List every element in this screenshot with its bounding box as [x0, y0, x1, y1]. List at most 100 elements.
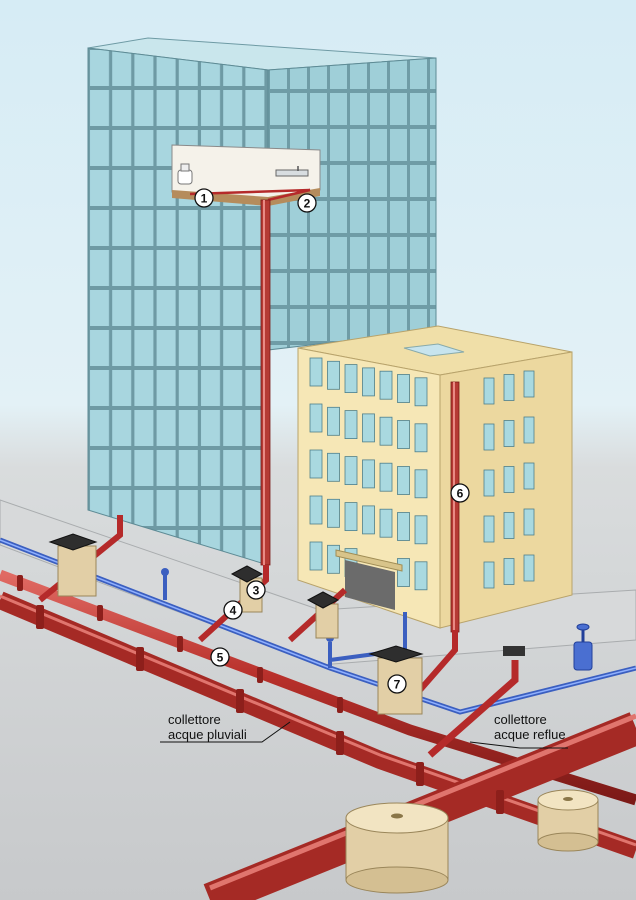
window [414, 561, 428, 591]
storm-collector-label: collettore acque pluviali [168, 712, 247, 742]
street-drain-connection [427, 660, 519, 758]
window [483, 515, 495, 543]
window [397, 512, 410, 541]
waste-collector-label-line1: collettore [494, 712, 547, 727]
waste-label-leader [469, 741, 568, 749]
storm-collector-label-line1: collettore [168, 712, 221, 727]
window [327, 406, 340, 436]
window [327, 498, 340, 528]
beige-building [297, 325, 573, 633]
waste-collector-label-line2: acque reflue [494, 727, 566, 742]
window [344, 410, 358, 440]
building-entrance [345, 560, 395, 610]
window [523, 462, 535, 490]
window [309, 541, 323, 571]
storm-pipe-joint [337, 697, 343, 713]
window [503, 512, 515, 539]
window [523, 554, 535, 582]
window [523, 416, 535, 444]
callout-3: 3 [246, 580, 266, 600]
waste-collector-label: collettore acque reflue [494, 712, 566, 742]
window [327, 452, 340, 482]
window [309, 357, 323, 387]
window [483, 469, 495, 497]
callout-number: 7 [394, 678, 401, 692]
toilet-icon [177, 169, 193, 185]
storm-collector-label-line2: acque pluviali [168, 727, 247, 742]
street-drain-grate [503, 646, 525, 656]
window [414, 423, 428, 453]
callout-2: 2 [297, 193, 317, 213]
window [344, 364, 358, 394]
window [483, 377, 495, 405]
window [362, 367, 375, 397]
waste-pipe-joint [136, 647, 144, 671]
window [414, 515, 428, 545]
callout-number: 3 [253, 584, 260, 598]
callout-1: 1 [194, 188, 214, 208]
callout-number: 4 [230, 604, 237, 618]
callout-5: 5 [210, 647, 230, 667]
hydrant-valve-1 [161, 568, 169, 576]
callout-number: 1 [201, 192, 208, 206]
main-valve-icon [573, 623, 593, 671]
callout-7: 7 [387, 674, 407, 694]
window [379, 416, 393, 446]
window [503, 466, 515, 493]
window [397, 420, 410, 449]
glass-tower [87, 37, 437, 566]
window [483, 423, 495, 451]
sink-icon [275, 169, 309, 177]
window [327, 360, 340, 390]
window [397, 374, 410, 403]
window [397, 558, 410, 587]
rain-downpipe-connection [417, 630, 458, 692]
window [309, 495, 323, 525]
waste-pipe-joint [336, 731, 344, 755]
floor-drain-pipe [189, 188, 311, 202]
storm-label-leader [160, 721, 291, 743]
waste-pipe-joint [496, 790, 504, 814]
waste-pipe-joint [236, 689, 244, 713]
cutaway-floor-slab [172, 188, 320, 206]
inspection-box-1 [48, 533, 98, 597]
storm-pipe-joint [177, 636, 183, 652]
storm-pipe-joint [257, 667, 263, 683]
waste-pipe-joint [36, 605, 44, 629]
window [309, 403, 323, 433]
window [397, 466, 410, 495]
window [483, 561, 495, 589]
tower-left-facade [87, 47, 269, 566]
waste-stack-pipe [260, 199, 271, 566]
window [523, 508, 535, 536]
window [503, 374, 515, 401]
cistern-large [345, 802, 449, 894]
storm-pipe-joint [17, 575, 23, 591]
window [309, 449, 323, 479]
window [379, 370, 393, 400]
callout-number: 2 [304, 197, 311, 211]
window [327, 544, 340, 574]
tower-right-facade [267, 57, 437, 351]
callout-number: 5 [217, 651, 224, 665]
window [503, 420, 515, 447]
window [503, 558, 515, 585]
callout-4: 4 [223, 600, 243, 620]
window [379, 462, 393, 492]
window [362, 459, 375, 489]
storm-pipe-joint [97, 605, 103, 621]
tower-waste-connection [197, 565, 269, 643]
window [362, 505, 375, 535]
cistern-small [537, 789, 599, 852]
skylight [403, 343, 465, 357]
inspection-box-3 [306, 591, 340, 639]
window [362, 413, 375, 443]
window [379, 508, 393, 538]
callout-number: 6 [457, 487, 464, 501]
window [523, 370, 535, 398]
window [414, 377, 428, 407]
window [414, 469, 428, 499]
window [344, 456, 358, 486]
window [344, 502, 358, 532]
